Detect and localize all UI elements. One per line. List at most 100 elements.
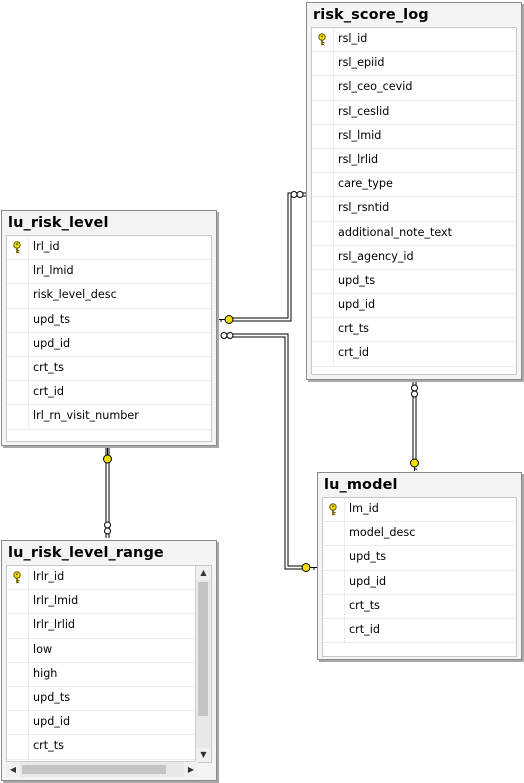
row-selector[interactable] [323,570,345,594]
row-selector[interactable] [312,318,334,342]
scroll-thumb[interactable] [22,765,166,774]
table-title[interactable]: risk_score_log [313,7,429,23]
row-selector[interactable] [312,76,334,100]
column-name: risk_level_desc [33,288,117,302]
table-risk-score-log[interactable]: risk_score_log rsl_id rsl_epiid rsl_ceo_ce… [306,2,522,380]
row-selector[interactable] [312,28,334,52]
column-row[interactable]: lrlr_lmid [7,590,211,615]
column-name: upd_id [338,298,376,312]
column-row[interactable]: crt_ts [312,318,516,343]
column-row[interactable]: upd_id [7,332,211,357]
column-name: crt_id [338,346,369,360]
column-row[interactable]: additional_note_text [312,221,516,246]
row-selector[interactable] [312,52,334,76]
column-name: care_type [338,177,393,191]
column-row[interactable]: lrlr_lrlid [7,614,211,639]
column-row[interactable]: crt_ts [7,356,211,382]
column-row[interactable]: rsl_rsntid [312,197,516,222]
row-selector[interactable] [323,594,345,618]
column-row[interactable]: rsl_id [312,28,516,53]
row-selector[interactable] [7,332,29,356]
row-selector[interactable] [7,590,29,614]
row-selector[interactable] [312,100,334,124]
column-row[interactable]: crt_ts [7,735,211,760]
key-end-icon [410,458,419,471]
row-selector[interactable] [312,269,334,294]
row-selector[interactable] [7,735,29,759]
row-selector[interactable] [7,381,29,405]
row-selector[interactable] [312,124,334,148]
column-row[interactable]: rsl_ceo_cevid [312,76,516,101]
column-row[interactable]: rsl_agency_id [312,245,516,270]
row-selector[interactable] [7,759,29,762]
row-selector[interactable] [323,522,345,546]
row-selector[interactable] [7,638,29,662]
row-selector[interactable] [312,173,334,197]
column-row[interactable]: lrl_lmid [7,260,211,285]
row-selector[interactable] [312,148,334,173]
column-row[interactable]: upd_id [312,294,516,319]
infinity-icon [104,521,111,535]
horizontal-scrollbar[interactable]: ◀ ▶ [6,761,198,777]
row-selector[interactable] [7,686,29,711]
column-row[interactable]: crt_id [7,381,211,406]
column-row[interactable]: lm_id [323,498,516,523]
row-selector[interactable] [312,221,334,245]
column-row[interactable]: crt_id [323,618,516,644]
table-title[interactable]: lu_model [324,477,398,493]
row-selector[interactable] [312,245,334,269]
column-row[interactable]: care_type [312,173,516,198]
column-row[interactable]: high [7,662,211,687]
column-row[interactable]: upd_ts [7,308,211,333]
row-selector[interactable] [7,405,29,429]
table-title[interactable]: lu_risk_level_range [8,545,164,561]
column-name: upd_ts [338,273,376,287]
row-selector[interactable] [323,618,345,643]
row-selector[interactable] [312,342,334,366]
row-selector[interactable] [323,498,345,522]
row-selector[interactable] [7,662,29,686]
column-name: crt_id [33,385,64,399]
row-selector[interactable] [7,260,29,284]
column-row[interactable]: crt_id [7,759,211,762]
column-row[interactable]: rsl_ceslid [312,100,516,125]
row-selector[interactable] [7,614,29,638]
column-row[interactable]: model_desc [323,522,516,547]
table-title[interactable]: lu_risk_level [8,215,109,231]
column-row[interactable]: lrl_rn_visit_number [7,405,211,430]
scroll-thumb[interactable] [198,582,208,716]
column-row[interactable]: upd_id [7,711,211,736]
column-row[interactable]: rsl_lmid [312,124,516,149]
row-selector[interactable] [7,236,29,260]
column-row[interactable]: risk_level_desc [7,284,211,309]
column-row[interactable]: upd_id [323,570,516,595]
column-row[interactable]: upd_ts [312,269,516,295]
column-row[interactable]: rsl_epiid [312,52,516,77]
scroll-left-icon[interactable]: ◀ [6,762,20,777]
column-row[interactable]: low [7,638,211,663]
row-selector[interactable] [312,197,334,221]
column-row[interactable]: lrlr_id [7,566,211,591]
row-selector[interactable] [7,284,29,308]
column-row[interactable]: upd_ts [7,686,211,712]
column-name: rsl_epiid [338,56,385,70]
column-row[interactable]: lrl_id [7,236,211,261]
scroll-up-icon[interactable]: ▲ [196,566,211,580]
scroll-down-icon[interactable]: ▼ [196,748,211,762]
column-name: rsl_lmid [338,128,382,142]
column-row[interactable]: upd_ts [323,546,516,571]
column-row[interactable]: crt_id [312,342,516,367]
row-selector[interactable] [7,566,29,590]
scroll-right-icon[interactable]: ▶ [184,762,198,777]
row-selector[interactable] [323,546,345,570]
row-selector[interactable] [7,356,29,381]
row-selector[interactable] [7,711,29,735]
column-row[interactable]: rsl_lrlid [312,148,516,174]
row-selector[interactable] [7,308,29,332]
column-row[interactable]: crt_ts [323,594,516,619]
vertical-scrollbar[interactable]: ▲ ▼ [195,566,211,762]
row-selector[interactable] [312,294,334,318]
